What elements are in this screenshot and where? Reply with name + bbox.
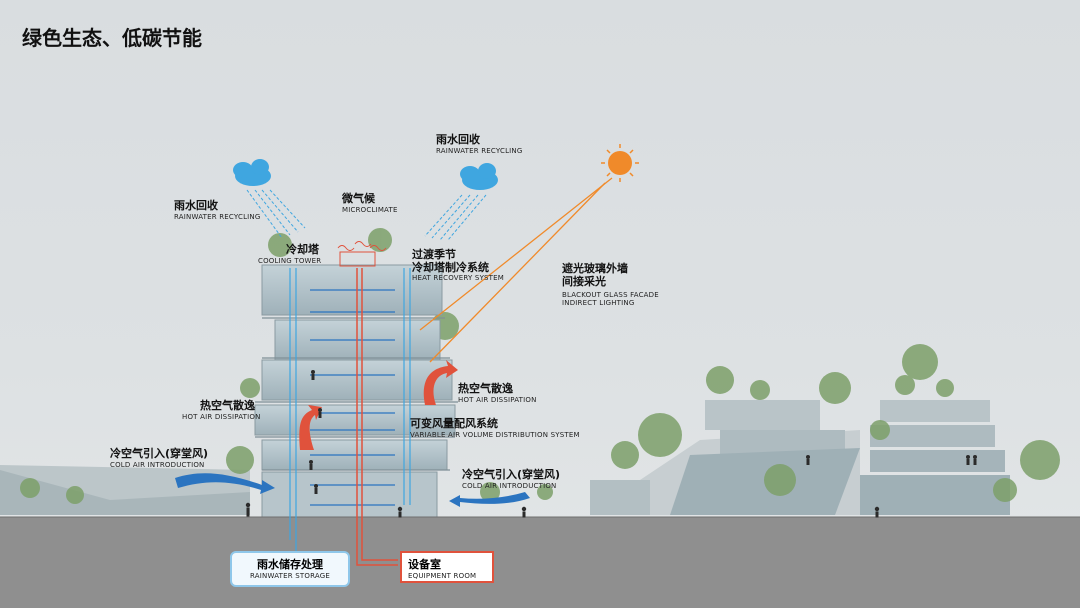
rain-lines	[246, 189, 487, 241]
label-vav: 可变风量配风系统 VARIABLE AIR VOLUME DISTRIBUTIO…	[410, 417, 580, 439]
cloud-left-icon	[233, 159, 271, 186]
water-pipes	[289, 268, 411, 552]
cold-air-arrows	[175, 473, 530, 507]
equipment-pipe	[356, 268, 398, 566]
sun-icon	[601, 144, 639, 182]
people-icons	[245, 370, 977, 518]
cloud-right-icon	[460, 163, 498, 190]
ground	[0, 517, 1080, 608]
label-cold-air-right: 冷空气引入(穿堂风) COLD AIR INTRODUCTION	[462, 468, 561, 490]
background-buildings	[0, 400, 1010, 515]
label-rainwater-left: 雨水回收 RAINWATER RECYCLING	[174, 199, 261, 221]
label-cooling-tower: 冷却塔 COOLING TOWER	[258, 243, 322, 265]
label-cold-air-left: 冷空气引入(穿堂风) COLD AIR INTRODUCTION	[110, 447, 209, 469]
label-rainwater-right: 雨水回收 RAINWATER RECYCLING	[436, 133, 523, 155]
trees	[20, 228, 1060, 504]
microclimate-icon	[337, 241, 387, 267]
label-heat-recovery: 过渡季节 冷却塔制冷系统 HEAT RECOVERY SYSTEM	[412, 248, 505, 283]
sun-rays	[419, 177, 613, 363]
main-building	[254, 264, 458, 518]
vav-arrows	[310, 289, 395, 506]
page-title: 绿色生态、低碳节能	[22, 26, 202, 50]
rainwater-storage-box: 雨水储存处理 RAINWATER STORAGE	[230, 551, 350, 587]
label-glass-facade: 遮光玻璃外墙 间接采光 BLACKOUT GLASS FACADE INDIRE…	[562, 262, 659, 308]
hot-air-arrows	[299, 360, 458, 450]
label-hot-air-left: 热空气散逸 HOT AIR DISSIPATION	[182, 399, 261, 421]
label-hot-air-right: 热空气散逸 HOT AIR DISSIPATION	[458, 382, 537, 404]
label-microclimate: 微气候 MICROCLIMATE	[342, 192, 398, 214]
equipment-room-box: 设备室 EQUIPMENT ROOM	[400, 551, 494, 583]
